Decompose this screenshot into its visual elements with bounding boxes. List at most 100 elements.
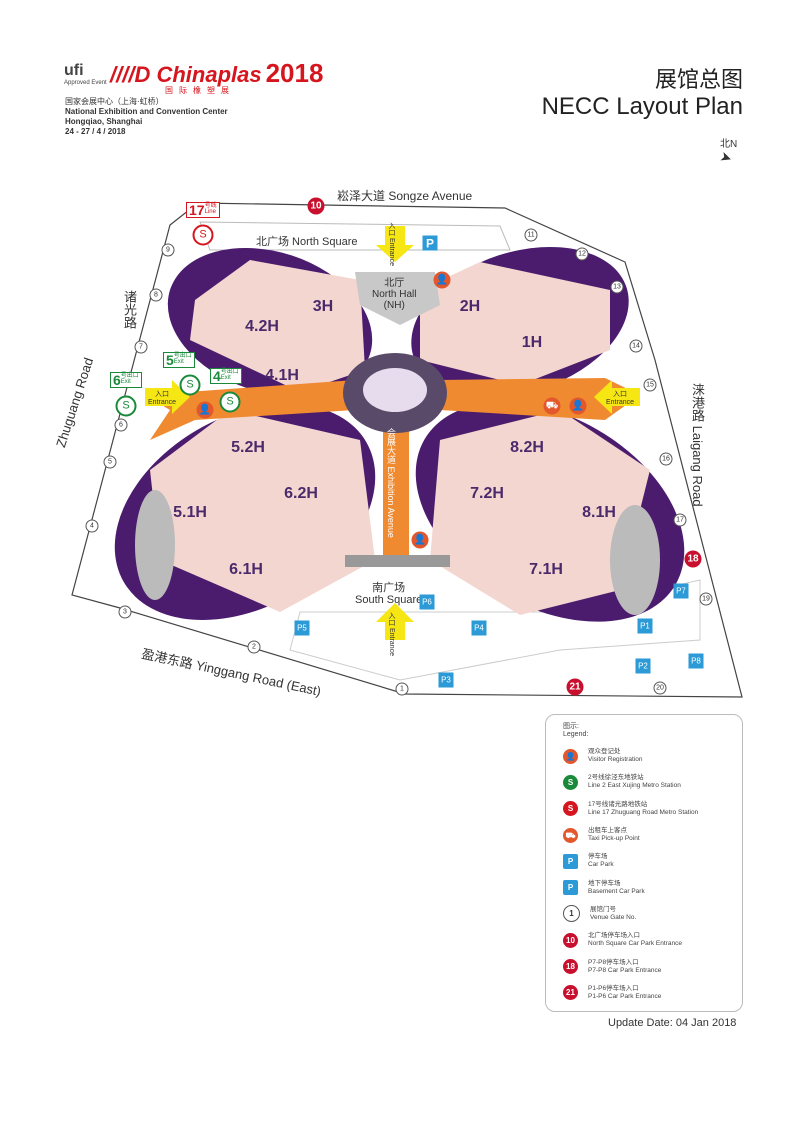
- gate-3: 3: [118, 605, 132, 619]
- north-entrance-label: 入口 Entrance: [388, 222, 395, 266]
- legend-title: 图示:Legend:: [563, 723, 589, 738]
- hall-4-1h[interactable]: 4.1H: [265, 367, 299, 384]
- gate-13: 13: [610, 280, 624, 294]
- hall-6-1h[interactable]: 6.1H: [229, 561, 263, 578]
- metro-line2-exit4-icon[interactable]: S: [219, 391, 241, 413]
- hall-8-2h[interactable]: 8.2H: [510, 439, 544, 456]
- car-park-north[interactable]: P: [422, 235, 438, 251]
- hall-7-2h[interactable]: 7.2H: [470, 485, 504, 502]
- p1-p6-entrance-icon: 21: [563, 985, 578, 1001]
- hall-2h[interactable]: 2H: [459, 298, 481, 315]
- visitor-registration-icon[interactable]: 👤: [569, 397, 587, 415]
- gate-17: 17: [673, 513, 687, 527]
- east-entrance-arrow: [594, 380, 640, 414]
- hall-6-2h[interactable]: 6.2H: [284, 485, 318, 502]
- gate-15: 15: [643, 378, 657, 392]
- hall-cluster-ne: [411, 246, 629, 398]
- hall-3h[interactable]: 3H: [312, 298, 334, 315]
- gate-14: 14: [629, 339, 643, 353]
- south-steps: [345, 555, 450, 567]
- car-park-p4[interactable]: P4: [471, 620, 487, 636]
- north-indicator: 北N➤: [718, 135, 737, 167]
- north-square-label: 北广场 North Square: [256, 236, 358, 248]
- gate-16: 16: [659, 452, 673, 466]
- visitor-registration-icon: 👤: [563, 748, 578, 764]
- metro-line17-icon[interactable]: S: [192, 224, 214, 246]
- gate-8: 8: [149, 288, 163, 302]
- road-zhuguang-cn: 诸光路: [122, 290, 137, 329]
- hall-1h[interactable]: 1H: [521, 334, 543, 351]
- update-date: Update Date: 04 Jan 2018: [608, 1017, 737, 1029]
- car-park-icon: P: [563, 853, 578, 869]
- venue-en: National Exhibition and Convention Cente…: [65, 107, 228, 116]
- hall-4-2h[interactable]: 4.2H: [245, 318, 279, 335]
- gate-9: 9: [161, 243, 175, 257]
- north-hall: [355, 272, 440, 325]
- hall-5-2h[interactable]: 5.2H: [231, 439, 265, 456]
- hall-cluster-nw: [167, 247, 373, 397]
- metro-line2-icon: S: [563, 774, 578, 790]
- visitor-registration-icon[interactable]: 👤: [196, 401, 214, 419]
- metro-line2-exit5-icon[interactable]: S: [179, 374, 201, 396]
- hall-5-1h[interactable]: 5.1H: [173, 504, 207, 521]
- car-park-p8[interactable]: P8: [688, 653, 704, 669]
- metro-line2-exit6-icon[interactable]: S: [115, 395, 137, 417]
- car-entrance-10[interactable]: 10: [307, 197, 325, 215]
- visitor-registration-icon[interactable]: 👤: [433, 271, 451, 289]
- car-park-p2[interactable]: P2: [635, 658, 651, 674]
- car-park-p3[interactable]: P3: [438, 672, 454, 688]
- road-songze: 崧泽大道 Songze Avenue: [337, 189, 473, 203]
- car-park-p1[interactable]: P1: [637, 618, 653, 634]
- car-entrance-18[interactable]: 18: [684, 550, 702, 568]
- car-park-p7[interactable]: P7: [673, 583, 689, 599]
- taxi-icon: ⛟: [563, 827, 578, 843]
- chinaplas-logo-cn: 国际橡塑展: [165, 86, 235, 95]
- gate-2: 2: [247, 640, 261, 654]
- taxi-icon[interactable]: ⛟: [543, 397, 561, 415]
- west-avenue: [145, 380, 355, 440]
- car-park-p6[interactable]: P6: [419, 594, 435, 610]
- hall-8-1h[interactable]: 8.1H: [582, 504, 616, 521]
- gate-19: 19: [699, 592, 713, 606]
- venue-map: [71, 202, 743, 698]
- gate-5: 5: [103, 455, 117, 469]
- exhibition-avenue-label: 会展大道 Exhibition Avenue: [386, 428, 396, 538]
- visitor-registration-icon[interactable]: 👤: [411, 531, 429, 549]
- south-entrance-label: 入口 Entrance: [388, 612, 395, 656]
- event-dates: 24 - 27 / 4 / 2018: [65, 127, 126, 136]
- west-entrance-arrow: [145, 380, 190, 414]
- hall-7-1h[interactable]: 7.1H: [529, 561, 563, 578]
- east-avenue: [440, 378, 640, 420]
- car-entrance-21[interactable]: 21: [566, 678, 584, 696]
- hall-cluster-se: [415, 402, 685, 622]
- car-park-p5[interactable]: P5: [294, 620, 310, 636]
- gate-4: 4: [85, 519, 99, 533]
- hall-cluster-sw: [114, 403, 376, 621]
- venue-gate-icon: 1: [563, 905, 580, 923]
- venue-cn: 国家会展中心（上海·虹桥）: [65, 97, 164, 106]
